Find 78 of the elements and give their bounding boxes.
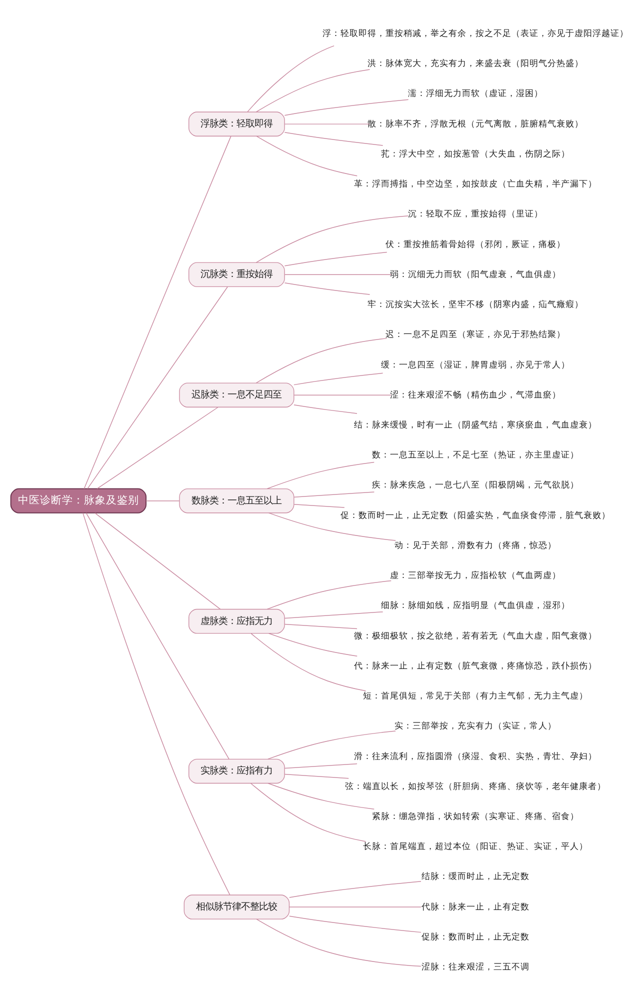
node-box: 迟脉类：一息不足四至 — [179, 382, 294, 407]
connector — [256, 135, 358, 176]
connector — [284, 762, 358, 768]
connector — [294, 404, 358, 414]
node-box: 虚脉类：应指无力 — [188, 608, 285, 634]
connector — [82, 512, 230, 895]
connector — [268, 730, 396, 759]
node-text: 洪：脉体宽大，充实有力，来盛去衰（阳明气分热盛） — [367, 58, 584, 69]
connector — [284, 131, 384, 146]
connector — [256, 918, 422, 966]
connector — [294, 504, 345, 508]
connector — [86, 512, 230, 759]
node-text: 涩：往来艰涩不畅（精伤血少，气滞血瘀） — [390, 390, 561, 400]
connector — [284, 98, 409, 116]
connector — [294, 491, 375, 498]
connector — [256, 337, 388, 383]
node-text: 紧脉：绷急弹指，状如转索（实寒证、疼痛、宿食） — [372, 811, 579, 822]
connector — [268, 782, 375, 810]
node-box: 沉脉类：重按始得 — [188, 262, 285, 287]
node-text: 结：脉来缓慢，时有一止（阴盛气结，寒痰瘀血，气血虚衰） — [354, 420, 597, 430]
node-box: 实脉类：应指有力 — [188, 758, 285, 784]
node-text: 促：数而时一止，止无定数（阳盛实热，气血痰食停滞，脏气衰败） — [340, 510, 610, 520]
connector — [87, 286, 228, 489]
node-text: 弱：沉细无力而软（阳气虚衰，气血俱虚） — [390, 269, 561, 280]
node-text: 数：一息五至以上，不足七至（热证，亦主里虚证） — [372, 450, 579, 460]
node-text: 短：首尾俱短，常见于关部（有力主气郁，无力主气虚） — [362, 691, 588, 702]
connector — [294, 394, 392, 395]
node-text: 革：浮而搏指，中空边坚，如按鼓皮（亡血失精，半产漏下） — [354, 179, 597, 190]
connector — [256, 215, 409, 262]
connector — [266, 580, 392, 610]
connector — [256, 68, 370, 112]
connector — [284, 773, 349, 778]
node-text: 芤：浮大中空，如按葱管（大失血，伤阴之际） — [380, 148, 570, 159]
node-text: 涩脉：往来艰涩，三五不调 — [421, 962, 530, 972]
node-text: 浮：轻取即得，重按稍减，举之有余，按之不足（表证，亦见于虚阳浮越证） — [322, 28, 628, 38]
node-text: 微：极细极软，按之欲绝，若有若无（气血大虚，阳气衰微） — [354, 630, 597, 641]
node-text: 动：见于关部，滑数有力（疼痛，惊恐） — [394, 540, 556, 550]
connector — [266, 461, 374, 489]
connector — [289, 906, 422, 907]
connector — [84, 135, 232, 489]
connector — [289, 880, 422, 898]
node-text: 散：脉率不齐，浮散无根（元气离散，脏腑精气衰败） — [367, 118, 584, 129]
node-text: 细脉：脉细如线，应指明显（气血俱虚，湿邪） — [380, 600, 570, 611]
node-box: 相似脉节律不整比较 — [184, 894, 290, 919]
connector — [247, 44, 334, 112]
node-text: 代脉：脉来一止，止有定数 — [421, 902, 530, 912]
connector — [94, 512, 221, 610]
node-text: 濡：浮细无力而软（虚证，湿困） — [408, 88, 543, 99]
connector — [250, 632, 366, 691]
node-box: 数脉类：一息五至以上 — [179, 488, 294, 513]
node-text: 牢：沉按实大弦长，坚牢不移（阴寒内盛，疝气癥瘕） — [367, 300, 584, 310]
node-text: 缓：一息四至（湿证，脾胃虚弱，亦见于常人） — [380, 360, 570, 370]
connector — [284, 123, 370, 124]
connector — [284, 610, 384, 618]
node-text: 疾：脉来疾急，一息七八至（阳极阴竭，元气欲脱） — [372, 480, 579, 490]
connector — [289, 915, 422, 932]
node-text: 虚：三部举按无力，应指松软（气血两虚） — [390, 570, 561, 581]
connector — [146, 500, 180, 501]
connector — [250, 782, 366, 842]
node-text: 迟：一息不足四至（寒证，亦见于邪热结聚） — [385, 330, 566, 340]
node-text: 伏：重按推筋着骨始得（邪闭，厥证，痛极） — [385, 239, 566, 250]
node-box: 中医诊断学：脉象及鉴别 — [10, 488, 147, 513]
node-text: 沉：轻取不应，重按始得（里证） — [408, 209, 543, 220]
connector — [96, 406, 218, 489]
connector — [284, 251, 388, 266]
node-text: 实：三部举按，充实有力（实证，常人） — [394, 721, 556, 732]
node-text: 促脉：数而时止，止无定数 — [421, 932, 530, 942]
node-text: 滑：往来流利，应指圆滑（痰湿、食积、实热，青壮、孕妇） — [354, 751, 597, 762]
node-text: 弦：端直以长，如按琴弦（肝胆病、疼痛、痰饮等，老年健康者） — [344, 781, 606, 792]
connector — [268, 512, 396, 540]
connector — [268, 632, 358, 656]
node-text: 结脉：缓而时止，止无定数 — [421, 872, 530, 882]
connector — [284, 282, 370, 294]
node-text: 代：脉来一止，止有定数（脏气衰微，疼痛惊恐，跌仆损伤） — [354, 660, 597, 671]
connector — [294, 372, 384, 385]
connector — [284, 623, 358, 629]
node-box: 浮脉类：轻取即得 — [188, 111, 285, 136]
node-text: 长脉：首尾端直，超过本位（阳证、热证、实证，平人） — [362, 842, 588, 852]
